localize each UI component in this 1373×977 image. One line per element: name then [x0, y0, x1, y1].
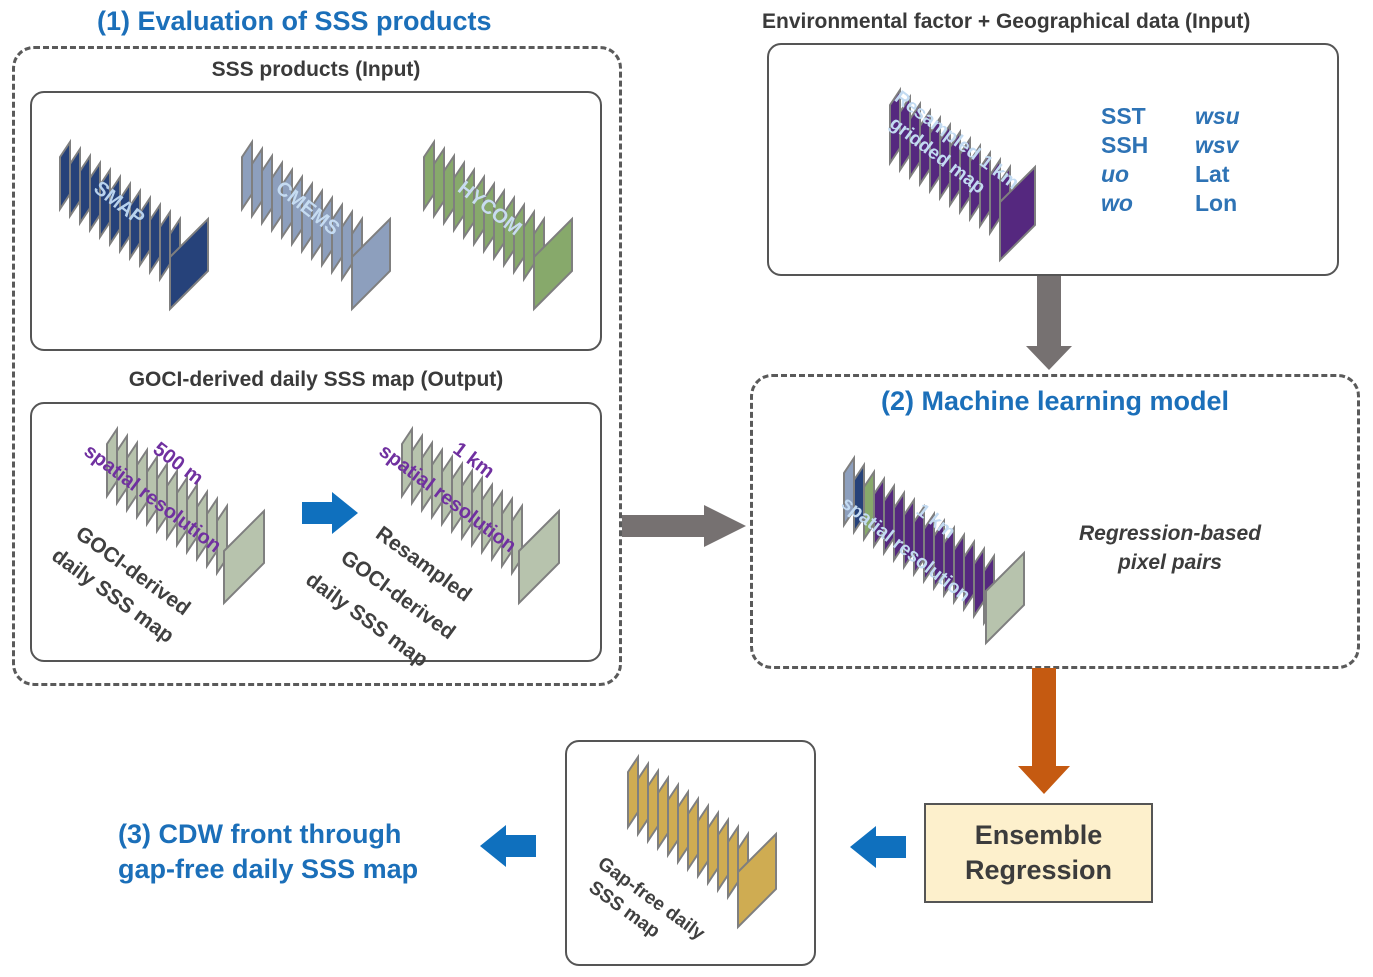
section1-title: (1) Evaluation of SSS products	[97, 6, 492, 36]
layer-stack-graphic	[518, 508, 560, 606]
layer-stack-graphic	[223, 508, 265, 606]
stack-layer	[423, 138, 435, 213]
pixel-pairs-label: Regression-based pixel pairs	[1050, 519, 1290, 577]
layer-stack-graphic	[737, 831, 777, 930]
stack-layer	[647, 767, 659, 845]
down-arrow-icon	[1018, 668, 1070, 794]
stack-layer	[737, 831, 777, 930]
layer-stack-graphic	[169, 216, 209, 312]
stack-layer	[533, 216, 573, 312]
variable-wo: wo	[1101, 190, 1133, 216]
layer-stack-graphic	[351, 216, 391, 312]
section3-line1: (3) CDW front through	[118, 819, 402, 849]
left-arrow-icon	[850, 826, 906, 868]
stack-layer	[169, 216, 209, 312]
left-arrow-icon	[480, 825, 536, 867]
stack-layer	[261, 152, 273, 227]
stack-layer	[433, 145, 445, 220]
right-arrow-icon	[622, 505, 746, 547]
goci-output-title: GOCI-derived daily SSS map (Output)	[128, 368, 504, 391]
right-arrow-icon	[302, 492, 358, 534]
variable-lon: Lon	[1195, 190, 1238, 216]
variable-lat: Lat	[1195, 161, 1230, 187]
stack-layer	[677, 788, 689, 866]
layer-stack-graphic	[627, 753, 749, 908]
variable-wsu: wsu	[1195, 103, 1240, 129]
stack-layer	[687, 795, 699, 873]
stack-layer	[973, 545, 985, 620]
layer-stack-graphic	[59, 138, 181, 290]
layer-stack-graphic	[999, 164, 1036, 263]
stack-layer	[999, 164, 1036, 263]
stack-layer	[637, 760, 649, 838]
section3-title: (3) CDW front through gap-free daily SSS…	[118, 817, 418, 887]
stack-layer	[667, 781, 679, 859]
variable-sst: SST	[1101, 103, 1146, 129]
variable-list: SST wsu SSH wsv uo Lat wo Lon	[1101, 103, 1275, 217]
section2-dashed-container	[750, 374, 1360, 669]
variable-uo: uo	[1101, 161, 1130, 187]
ensemble-line2: Regression	[964, 855, 1113, 885]
pixel-pairs-line2: pixel pairs	[1118, 551, 1222, 574]
env-input-title: Environmental factor + Geographical data…	[762, 10, 1251, 33]
pixel-pairs-line1: Regression-based	[1078, 522, 1262, 545]
stack-layer	[443, 152, 455, 227]
variable-wsv: wsv	[1195, 132, 1239, 158]
variable-ssh: SSH	[1101, 132, 1149, 158]
layer-stack-graphic	[843, 454, 995, 627]
stack-layer	[241, 138, 253, 213]
section1-dashed-container	[12, 46, 622, 686]
ensemble-regression-box: Ensemble Regression	[924, 803, 1153, 903]
stack-layer	[149, 201, 161, 276]
ensemble-line1: Ensemble	[974, 820, 1103, 850]
stack-layer	[79, 152, 91, 227]
layer-stack-graphic	[533, 216, 573, 312]
stack-layer	[697, 802, 709, 880]
stack-layer	[251, 145, 263, 220]
stack-layer	[69, 145, 81, 220]
stack-layer	[223, 508, 265, 606]
stack-layer	[627, 753, 639, 831]
env-input-box	[767, 43, 1339, 276]
layer-stack-graphic	[985, 550, 1025, 646]
stack-layer	[985, 550, 1025, 646]
stack-layer	[59, 138, 71, 213]
section2-title: (2) Machine learning model	[880, 386, 1230, 416]
down-arrow-icon	[1026, 276, 1072, 370]
section3-line2: gap-free daily SSS map	[118, 854, 419, 884]
stack-layer	[717, 816, 729, 894]
stack-layer	[351, 216, 391, 312]
stack-layer	[518, 508, 560, 606]
stack-layer	[707, 809, 719, 887]
stack-layer	[657, 774, 669, 852]
sss-products-input-title: SSS products (Input)	[211, 58, 421, 81]
